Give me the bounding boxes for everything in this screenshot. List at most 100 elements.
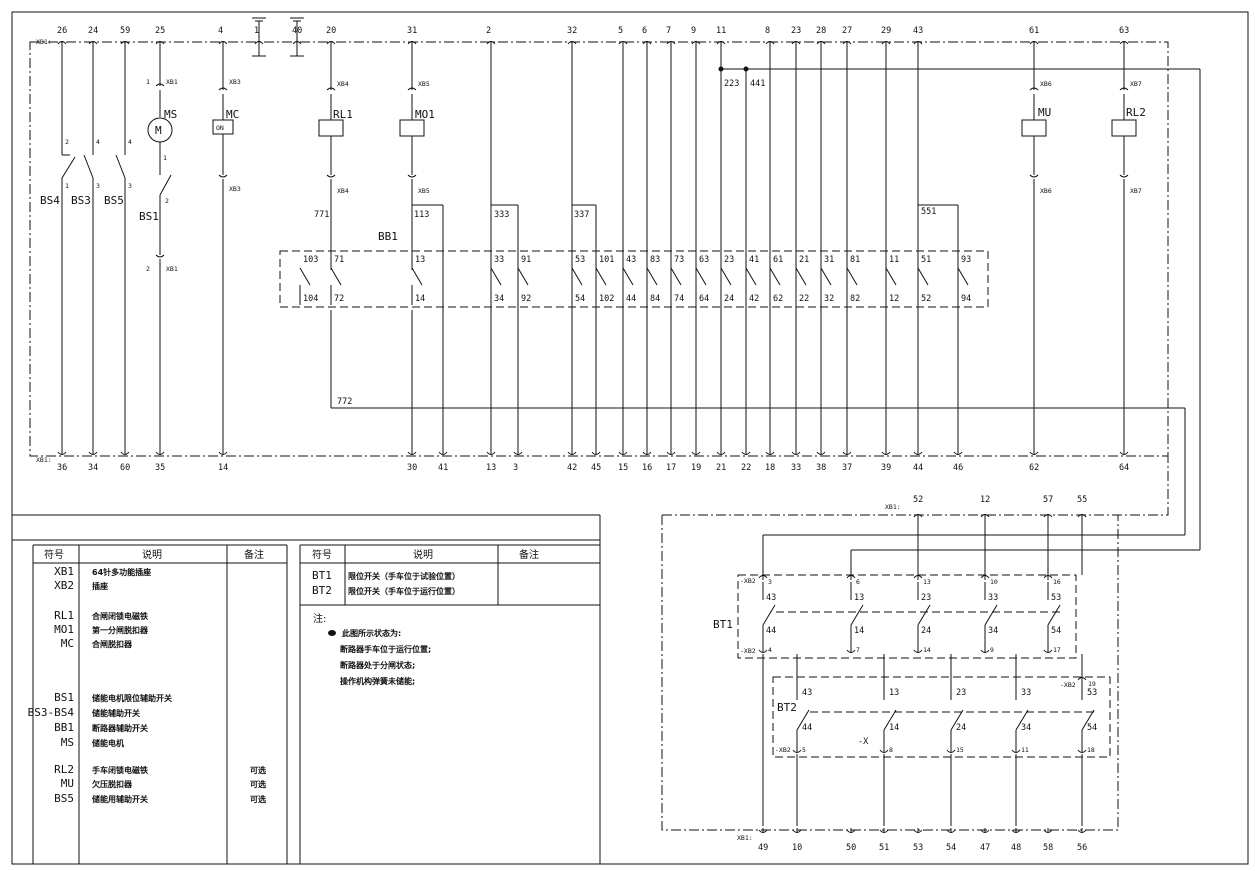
- xb2-label-3: -XB2: [1060, 681, 1076, 689]
- bottom-terminal-number: 64: [1119, 463, 1129, 473]
- svg-text:XB4: XB4: [337, 80, 349, 88]
- wire-441: 441: [750, 79, 765, 89]
- bb1-contact-label: 43: [626, 255, 636, 265]
- bt1-contact-label: 24: [921, 626, 931, 636]
- terminal-icon: [816, 451, 826, 455]
- terminal-icon: [1077, 514, 1087, 518]
- note-line: 此图所示状态为:: [342, 628, 401, 638]
- right-bottom-terminal-number: 47: [980, 843, 990, 853]
- terminal-icon: [591, 451, 601, 455]
- top-terminal-number: 61: [1029, 26, 1039, 36]
- top-terminal-number: 7: [666, 26, 671, 36]
- table-description: 第一分闸脱扣器: [92, 625, 149, 635]
- bb1-contact-label: 41: [749, 255, 759, 265]
- bt1-contact-label: 23: [921, 593, 931, 603]
- wire-771: 771: [314, 210, 329, 220]
- bb1-contact-label: 81: [850, 255, 860, 265]
- bb1-contact-box: [279, 250, 989, 308]
- bt1-contact-label: 13: [854, 593, 864, 603]
- bt2-contact-label: 23: [956, 688, 966, 698]
- terminal-icon: [953, 451, 963, 455]
- terminal-icon: [758, 575, 768, 579]
- svg-text:2: 2: [165, 197, 169, 205]
- bt2-box: [772, 676, 1111, 758]
- notes-list: 此图所示状态为:断路器手车位于运行位置;断路器处于分闸状态;操作机构弹簧未储能;: [340, 628, 431, 686]
- right-bottom-terminal-number: 50: [846, 843, 856, 853]
- table-symbol: MO1: [54, 623, 74, 636]
- bt2-terminal-label: 19: [1088, 680, 1096, 688]
- table-symbol: MU: [61, 777, 74, 790]
- table-symbol: MC: [61, 637, 74, 650]
- terminal-icon: [691, 41, 701, 45]
- terminal-icon: [438, 451, 448, 455]
- terminal-icon: [980, 649, 990, 653]
- top-terminal-number: 11: [716, 26, 726, 36]
- left-table-header-symbol: 符号: [44, 548, 64, 561]
- strip-top-label: XB1:: [36, 38, 52, 46]
- terminal-icon: [1043, 829, 1053, 833]
- bt1-contact-label: 44: [766, 626, 776, 636]
- terminal-icon: [913, 649, 923, 653]
- bs-switch-group: [61, 44, 126, 450]
- wire-551: 551: [921, 207, 936, 217]
- bb1-contact-label: 12: [889, 294, 899, 304]
- svg-text:4: 4: [128, 138, 132, 146]
- terminal-icon: [913, 514, 923, 518]
- terminal-icon: [946, 749, 956, 753]
- bb1-contact-label: 82: [850, 294, 860, 304]
- bt1-terminal-label: 9: [990, 646, 994, 654]
- right-bottom-terminal-number: 49: [758, 843, 768, 853]
- wire-333: 333: [494, 210, 509, 220]
- bb1-contact-label: 94: [961, 294, 971, 304]
- enclosure-main: [29, 41, 1169, 457]
- top-terminal-number: 8: [765, 26, 770, 36]
- bb1-contact-label: 31: [824, 255, 834, 265]
- top-terminal-number: 31: [407, 26, 417, 36]
- terminal-icon: [486, 41, 496, 45]
- note-bullet-icon: [328, 630, 336, 636]
- top-terminal-number: 26: [57, 26, 67, 36]
- bb1-contact-label: 52: [921, 294, 931, 304]
- bb1-contact-label: 84: [650, 294, 660, 304]
- bt1-box: [737, 574, 1077, 659]
- bottom-terminal-number: 18: [765, 463, 775, 473]
- table-description: 手车闭锁电磁铁: [92, 765, 148, 775]
- bottom-terminal-number: 39: [881, 463, 891, 473]
- bt1-terminal-label: 6: [856, 578, 860, 586]
- terminal-icon: [618, 451, 628, 455]
- svg-text:3: 3: [96, 182, 100, 190]
- mo1-label: MO1: [415, 108, 435, 121]
- bb1-contacts: 1031047172131433349192535410110243448384…: [299, 255, 971, 305]
- terminal-icon: [980, 829, 990, 833]
- table-description: 储能电机限位辅助开关: [91, 693, 172, 703]
- bt2-terminal-label: 15: [956, 746, 964, 754]
- bb1-contact-label: 64: [699, 294, 709, 304]
- bt1-contact-label: 43: [766, 593, 776, 603]
- table-description: 储能用辅助开关: [91, 794, 148, 804]
- terminal-icon: [846, 575, 856, 579]
- enclosure-right: [661, 456, 1169, 831]
- table-symbol: MS: [61, 736, 74, 749]
- svg-text:1: 1: [65, 182, 69, 190]
- bb1-contact-label: 22: [799, 294, 809, 304]
- svg-text:XB4: XB4: [337, 187, 349, 195]
- x-label: -X: [858, 737, 869, 747]
- svg-text:XB6: XB6: [1040, 187, 1052, 195]
- terminal-icon: [618, 41, 628, 45]
- bt2-contact-label: 13: [889, 688, 899, 698]
- bottom-terminal-number: 62: [1029, 463, 1039, 473]
- right-table-header-symbol: 符号: [312, 548, 332, 561]
- terminal-icon: [842, 451, 852, 455]
- top-terminal-number: 24: [88, 26, 98, 36]
- table-note: 可选: [250, 765, 266, 775]
- strip-bottom-label: XB1:: [36, 456, 52, 464]
- top-terminal-number: 32: [567, 26, 577, 36]
- terminal-icon: [792, 829, 802, 833]
- terminal-icon: [88, 41, 98, 45]
- bottom-terminal-number: 42: [567, 463, 577, 473]
- bottom-terminal-number: 36: [57, 463, 67, 473]
- terminal-icon: [1077, 749, 1087, 753]
- table-description: 限位开关（手车位于运行位置）: [348, 586, 460, 596]
- rl1-label: RL1: [333, 108, 353, 121]
